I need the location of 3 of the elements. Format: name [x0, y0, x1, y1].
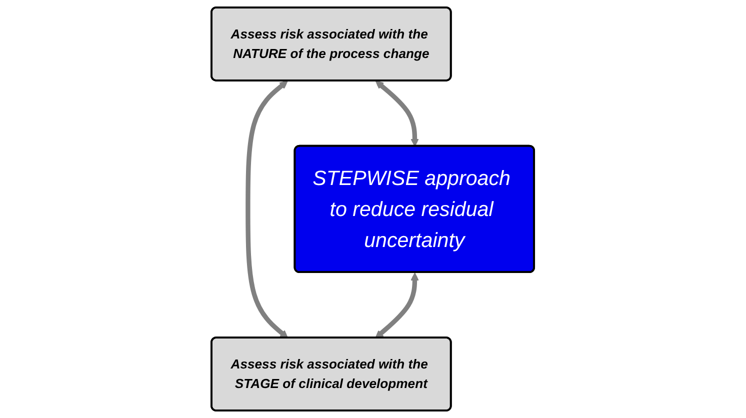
arrow — [246, 80, 288, 338]
arrow — [375, 272, 420, 338]
arrow — [376, 80, 420, 147]
